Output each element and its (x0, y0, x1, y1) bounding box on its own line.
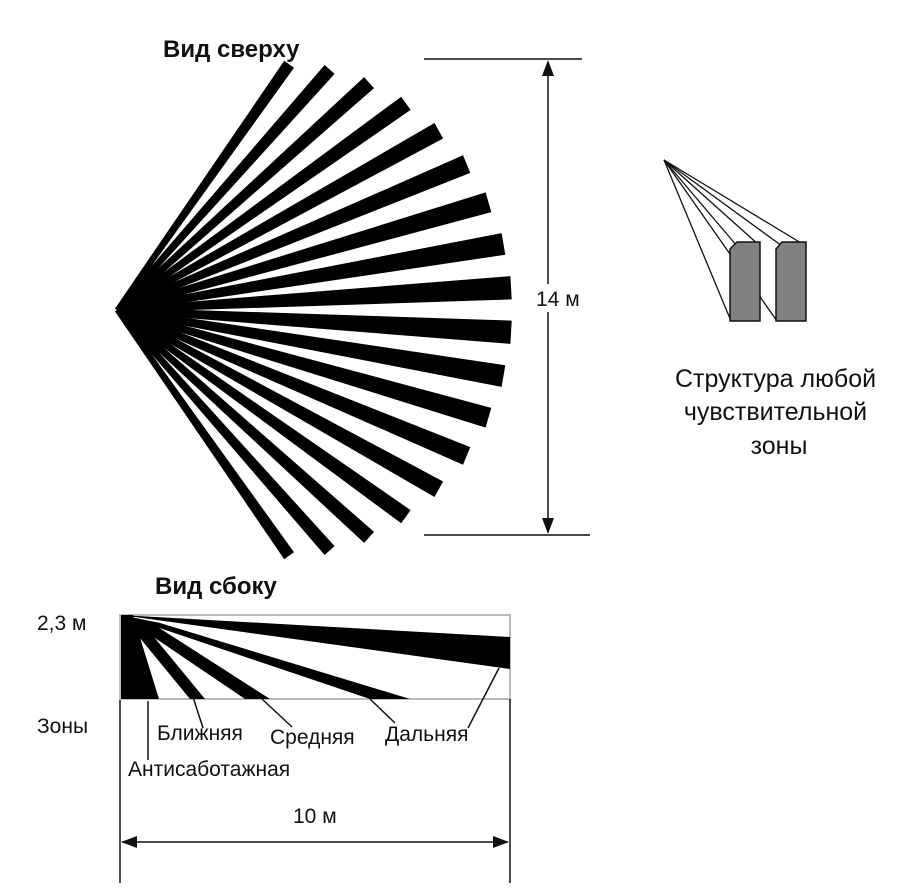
top-view: Вид сверху 14 м (115, 36, 594, 560)
zone-label-near: Ближняя (157, 722, 243, 745)
fan-beam (116, 155, 471, 313)
fan-beam (115, 60, 294, 312)
length-dimension: 10 м (119, 699, 511, 883)
arrowhead-right-icon (493, 836, 509, 848)
fan-beam (116, 276, 512, 313)
zone-label-middle: Средняя (270, 726, 355, 749)
dimension-label-bg (530, 284, 594, 312)
zone-structure-caption: Структура любой чувствительной зоны (675, 365, 883, 460)
fan-beam (116, 233, 506, 313)
beam-anti-sabotage (121, 615, 159, 699)
fan-beam (115, 308, 411, 524)
arrowhead-up-icon (542, 60, 554, 76)
beam-middle (121, 615, 410, 699)
caption-line-2: чувствительной (684, 398, 867, 426)
beam-near-2 (121, 615, 270, 699)
fan-beam (115, 308, 294, 560)
sensor-origin (117, 283, 162, 337)
fan-beam (115, 308, 335, 555)
fan-beam (116, 307, 492, 428)
width-dimension: 14 м (424, 58, 594, 536)
height-label: 2,3 м (37, 612, 86, 635)
caption-line-1: Структура любой (675, 365, 876, 393)
top-view-fan (115, 60, 512, 560)
fan-beam (116, 307, 512, 344)
top-view-title: Вид сверху (163, 36, 300, 63)
zone-structure: Структура любой чувствительной зоны (663, 159, 883, 460)
beam-near-1 (121, 615, 205, 699)
zone-leader-lines (147, 667, 500, 760)
zone-element-left (729, 241, 761, 322)
zone-element-right (775, 241, 807, 322)
side-view-dimension-label: 10 м (293, 805, 337, 828)
caption-line-3: зоны (751, 432, 808, 460)
arrowhead-down-icon (542, 518, 554, 534)
side-view: Вид сбоку 2,3 м Зоны Ближняя Средняя Дал… (37, 573, 511, 883)
zones-label: Зоны (37, 715, 88, 738)
side-view-beams (121, 615, 510, 699)
fan-beam (115, 77, 375, 312)
fan-beam (115, 65, 335, 312)
fan-beam (116, 307, 506, 387)
arrowhead-left-icon (121, 836, 137, 848)
fan-beam (116, 192, 492, 313)
fan-beam (115, 308, 375, 543)
zone-label-far: Дальняя (385, 723, 468, 746)
top-view-dimension-label: 14 м (536, 288, 580, 311)
fan-beam (115, 96, 411, 312)
zone-label-anti-sabotage: Антисаботажная (128, 758, 290, 781)
fan-beam (116, 307, 471, 465)
beam-far (121, 615, 510, 669)
fan-beam (115, 123, 444, 313)
side-view-title: Вид сбоку (155, 573, 278, 600)
fan-beam (115, 307, 444, 497)
